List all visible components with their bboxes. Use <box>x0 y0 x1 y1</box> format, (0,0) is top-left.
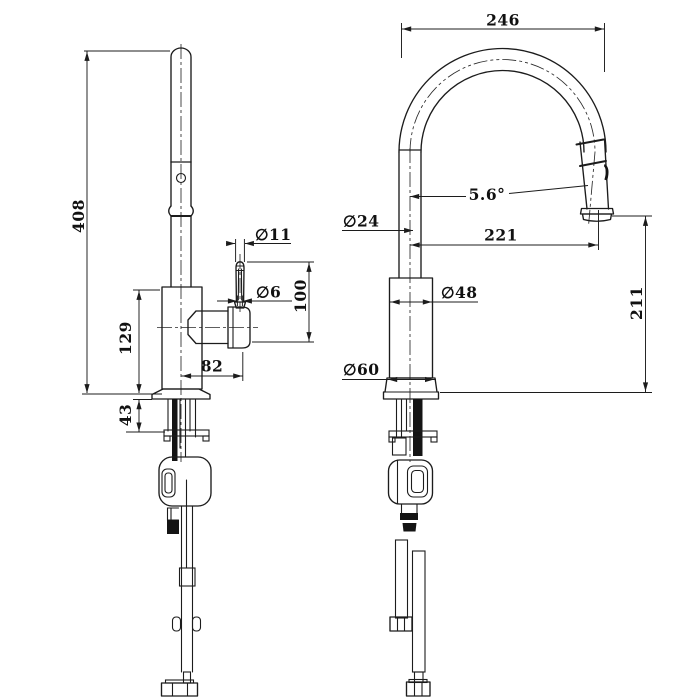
dim-spout-angle-label: 5.6° <box>469 185 506 204</box>
dim-spout-tube-dia: ∅24 <box>342 212 414 234</box>
dim-handle-knob-dia-label: ∅11 <box>255 225 292 244</box>
wand-button-hole <box>175 172 187 184</box>
dim-handle-height-label: 100 <box>291 279 310 313</box>
dim-spout-angle: 5.6° <box>410 185 589 204</box>
pullout-spray-head <box>575 138 615 222</box>
dim-handle-reach-label: 82 <box>201 357 224 376</box>
dim-handle-knob-dia: ∅11 <box>226 225 292 262</box>
faucet-body-front <box>382 277 440 400</box>
dim-body-dia-label: ∅48 <box>441 283 478 302</box>
dim-base-dia: ∅60 <box>342 360 436 383</box>
dim-outlet-height-label: 211 <box>627 286 646 320</box>
spray-wand-outline <box>168 47 194 288</box>
dim-body-height-label: 129 <box>116 321 135 355</box>
dim-handle-reach: 82 <box>181 352 244 381</box>
hose-weight-front <box>387 459 434 505</box>
under-counter-side <box>158 398 212 697</box>
dim-overall-height: 408 <box>69 50 170 395</box>
front-view-centerlines <box>409 59 596 462</box>
base-flange-side <box>151 388 211 400</box>
dim-spout-reach: 221 <box>410 210 599 250</box>
dim-spout-span-label: 246 <box>486 11 520 30</box>
hose-weight-side <box>158 456 212 507</box>
side-view <box>151 44 258 697</box>
valve-and-handle <box>187 261 251 349</box>
dimensions-side-view: 408 129 43 82 ∅11 <box>69 50 314 433</box>
hose-nut-side <box>160 682 199 697</box>
dim-outlet-height: 211 <box>440 215 652 393</box>
dim-body-height: 129 <box>116 289 160 394</box>
dimensions-front-view: 246 5.6° ∅24 221 211 ∅ <box>342 11 652 393</box>
front-view <box>382 47 615 697</box>
dim-spout-reach-label: 221 <box>484 226 518 245</box>
dim-handle-stem-dia: ∅6 <box>217 283 292 306</box>
gooseneck-spout <box>398 47 607 279</box>
under-counter-front <box>387 398 438 697</box>
faucet-body-side <box>161 286 203 390</box>
dim-body-dia: ∅48 <box>390 283 478 305</box>
spray-mode-button <box>603 164 609 181</box>
dim-handle-height: 100 <box>247 261 314 343</box>
dim-spout-span: 246 <box>401 11 605 72</box>
dim-shank-length: 43 <box>116 399 165 433</box>
dim-base-dia-label: ∅60 <box>343 360 380 379</box>
dim-spout-tube-dia-label: ∅24 <box>343 212 380 231</box>
hose-nut-front-left <box>389 616 413 632</box>
hose-nut-front-right <box>405 681 431 697</box>
dim-shank-length-label: 43 <box>116 404 135 427</box>
dim-handle-stem-dia-label: ∅6 <box>256 283 281 302</box>
dim-overall-height-label: 408 <box>69 199 88 233</box>
